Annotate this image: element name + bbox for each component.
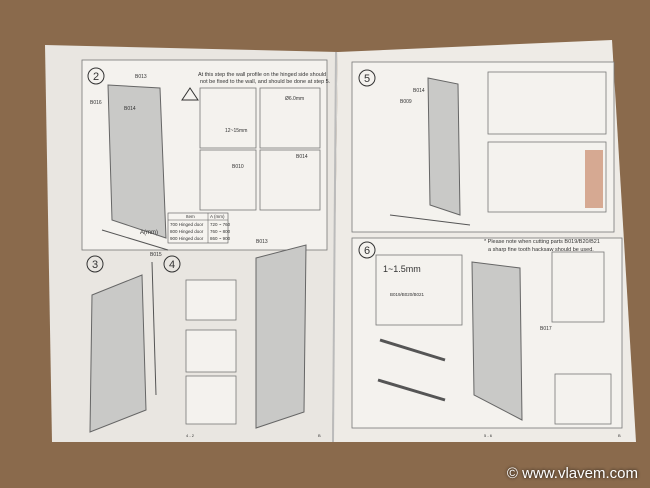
table-cell: 760 ~ 800 [210,229,231,234]
table-header: A (mm) [210,214,225,219]
label: B014 [296,154,308,160]
table-cell: 860 ~ 900 [210,236,231,241]
table-header: Item [186,214,195,219]
table-cell: 700 Hinged door [170,222,204,227]
step-6-panel: 6 * Please note when cutting parts B019/… [351,237,623,438]
warning-icon [181,87,199,101]
table-cell: 900 Hinged door [170,236,204,241]
label: Ø6.0mm [285,96,304,102]
label: A(mm) [140,230,158,236]
label: B014 [124,106,136,112]
table-cell: 720 ~ 760 [210,222,231,227]
note-text: * Please note when cutting parts B019/B2… [484,239,600,245]
warning-text: At this step the wall profile on the hin… [198,72,326,78]
label: 1~1.5mm [383,264,421,274]
step-number: 5 [364,73,370,85]
label: B016 [90,100,102,106]
step-2-panel: 2 At this step the wall profile on the h… [81,59,331,251]
note-text: a sharp fine tooth hacksaw should be use… [488,247,594,253]
step-number: 4 [169,259,175,271]
table-cell: 800 Hinged door [170,229,204,234]
step-number: 2 [93,71,99,83]
step-number: 3 [92,259,98,271]
page-mark: B [618,433,621,438]
label: B013 [256,239,268,245]
warning-text: not be fixed to the wall, and should be … [200,79,331,85]
label: B009 [400,99,412,105]
step-3-panel: 3 B015 [86,252,162,433]
step-number: 6 [364,245,370,257]
watermark: © www.vlavem.com [506,465,638,482]
page-number: 5 - 6 [484,433,493,438]
label: B014 [413,88,425,94]
label: B019/B020/B021 [390,292,425,297]
label: B015 [150,252,162,258]
page-number: 4 - 2 [186,433,195,438]
label: B017 [540,326,552,332]
step-5-panel: 5 B014 B009 [351,61,615,233]
dimension-table: Item A (mm) 700 Hinged door 720 ~ 760 80… [167,212,231,244]
page-mark: B [318,433,321,438]
label: 12~15mm [225,128,247,134]
label: B010 [232,164,244,170]
label: B013 [135,74,147,80]
step-4-panel: 4 B013 4 - 2 B [163,239,321,438]
